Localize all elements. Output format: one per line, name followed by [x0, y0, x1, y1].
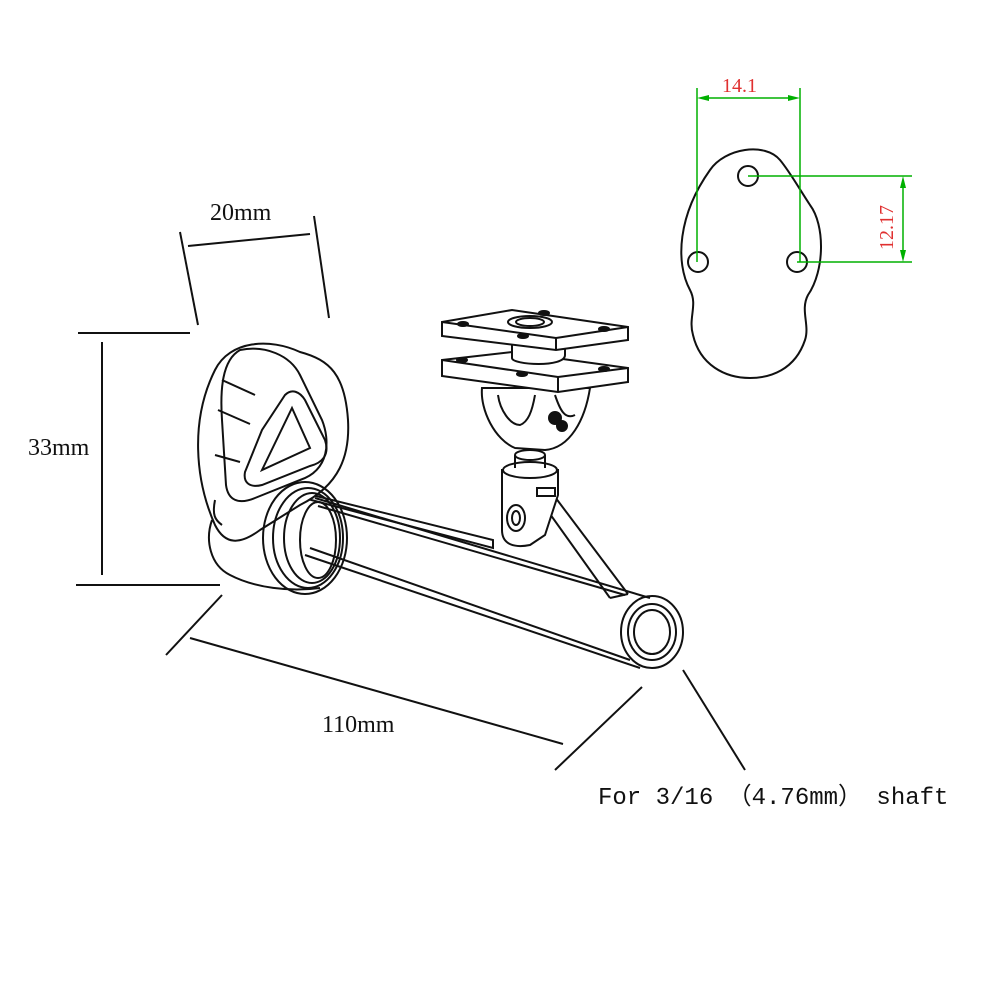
height-dimension-label: 33mm	[28, 435, 90, 461]
hole-spacing-horizontal-label: 14.1	[722, 75, 757, 97]
width-dimension-label: 20mm	[210, 200, 272, 226]
mount-head	[480, 387, 592, 452]
length-dimension-label: 110mm	[322, 712, 395, 738]
length-dimension	[165, 594, 643, 771]
shaft-leader-line	[682, 669, 746, 771]
width-dimension	[179, 215, 330, 326]
clamp-hub	[197, 342, 350, 595]
hole-spacing-vertical-label: 12.17	[876, 205, 898, 250]
mounting-plate-detail	[680, 148, 822, 380]
bracket-arm	[299, 490, 684, 669]
shaft-note: For 3/16 （4.76mm） shaft	[598, 784, 948, 812]
swivel-post	[501, 449, 559, 548]
height-dimension	[76, 332, 220, 586]
mount-plate-upper	[441, 308, 629, 352]
plate-dimension-lines	[696, 88, 912, 263]
mount-hole-left	[687, 251, 709, 273]
